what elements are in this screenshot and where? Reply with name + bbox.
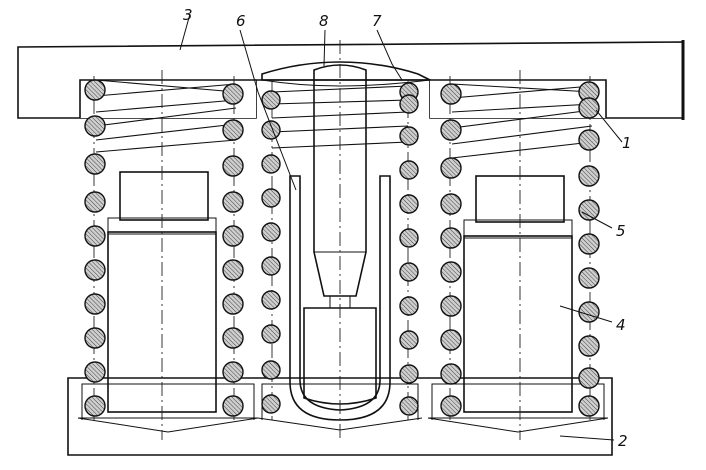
label-3: 3 — [183, 6, 193, 24]
central-coil-sections — [261, 82, 419, 416]
label-1: 1 — [622, 134, 632, 152]
label-8: 8 — [319, 12, 329, 30]
sleeve — [289, 175, 391, 421]
label-4: 4 — [616, 316, 626, 334]
right-coil-sections — [440, 81, 600, 417]
callout-labels: 3 6 8 7 1 5 4 2 — [183, 6, 632, 450]
right-spring-assembly — [440, 70, 600, 440]
label-5: 5 — [616, 222, 626, 240]
left-insert — [119, 171, 209, 221]
left-spring-wire — [95, 79, 237, 153]
cap — [261, 61, 431, 81]
label-6: 6 — [236, 12, 246, 30]
label-2: 2 — [618, 432, 628, 450]
central-assembly — [261, 40, 431, 440]
left-spring-assembly — [84, 70, 244, 440]
right-spring-wire — [451, 83, 593, 159]
leader-lines — [179, 13, 623, 441]
label-7: 7 — [372, 12, 382, 30]
right-piston — [463, 235, 573, 413]
left-coil-sections — [84, 79, 244, 417]
